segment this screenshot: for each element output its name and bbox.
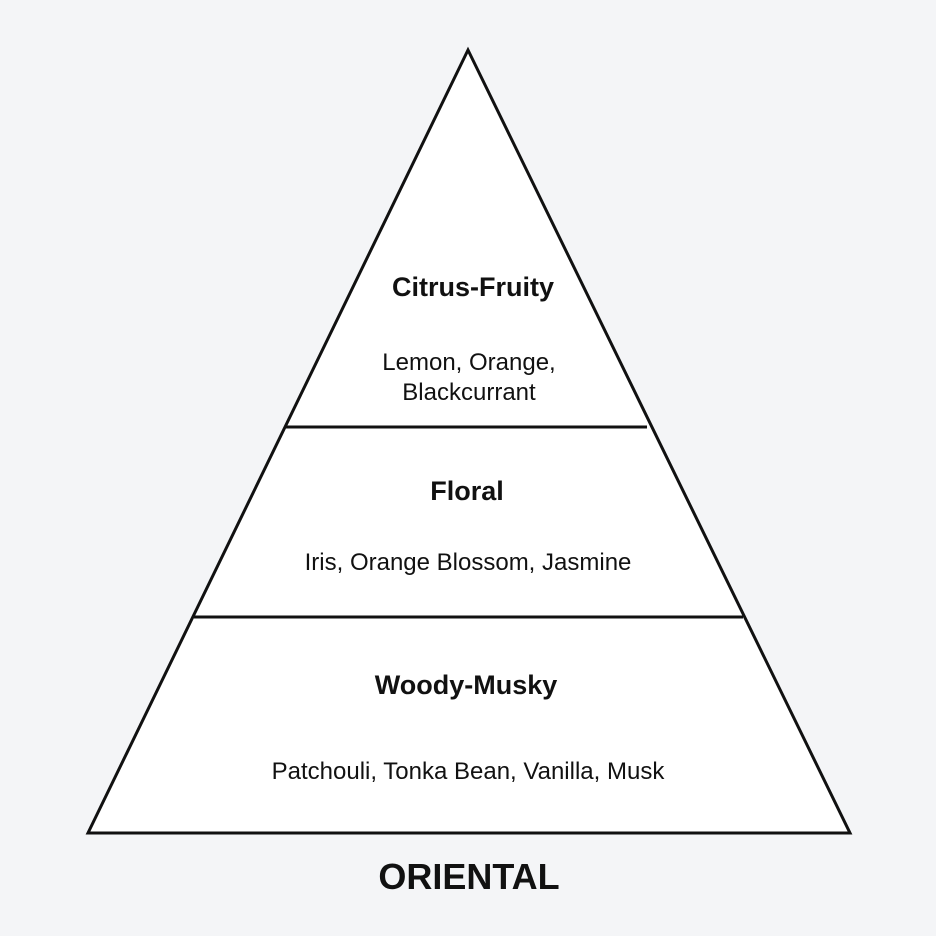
middle-tier-notes: Iris, Orange Blossom, Jasmine (305, 549, 632, 576)
fragrance-family-label: ORIENTAL (378, 856, 559, 897)
base-tier-title: Woody-Musky (375, 670, 558, 700)
base-tier-notes: Patchouli, Tonka Bean, Vanilla, Musk (272, 758, 666, 785)
top-tier-title: Citrus-Fruity (392, 272, 554, 302)
top-tier-notes-line2: Blackcurrant (402, 379, 536, 406)
pyramid-outline (85, 46, 853, 835)
middle-tier-title: Floral (430, 476, 504, 506)
top-tier-notes-line1: Lemon, Orange, (382, 349, 555, 376)
